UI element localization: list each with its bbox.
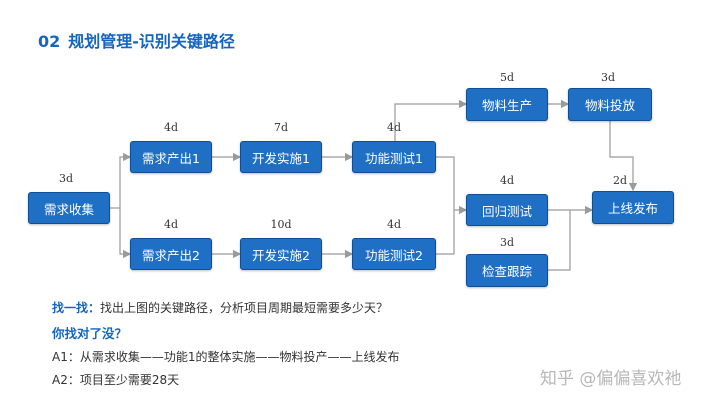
node-release: 上线发布 <box>592 191 674 224</box>
duration-requirement-collect: 3d <box>58 172 74 185</box>
node-func-test-1: 功能测试1 <box>352 141 436 173</box>
edge-test1-material <box>394 99 468 141</box>
node-func-test-2: 功能测试2 <box>352 238 436 270</box>
duration-dev-impl-1: 7d <box>273 121 289 134</box>
quiz-question-line: 找一找：找出上图的关键路径，分析项目周期最短需要多少天？ <box>52 299 388 316</box>
node-material-produce: 物料生产 <box>466 88 548 121</box>
node-req-output-2: 需求产出2 <box>130 238 212 270</box>
node-material-launch: 物料投放 <box>568 88 652 121</box>
section-number: 02 <box>38 32 61 51</box>
edge-launch-release <box>609 121 638 192</box>
answer-1: A1：从需求收集——功能1的整体实施——物料投产——上线发布 <box>52 350 400 364</box>
node-regression-test: 回归测试 <box>466 194 548 226</box>
page-title: 02 规划管理-识别关键路径 <box>38 28 235 52</box>
answer-title: 你找对了没？ <box>52 326 128 341</box>
quiz-label: 找一找： <box>52 301 101 315</box>
duration-check-track: 3d <box>499 236 515 249</box>
node-check-track: 检查跟踪 <box>466 254 548 287</box>
node-dev-impl-1: 开发实施1 <box>240 141 322 173</box>
duration-req-output-1: 4d <box>163 121 179 134</box>
edge-test1-regression <box>436 156 468 215</box>
flow-connectors <box>110 99 638 271</box>
node-dev-impl-2: 开发实施2 <box>240 238 322 270</box>
duration-release: 2d <box>612 174 628 187</box>
duration-req-output-2: 4d <box>163 218 179 231</box>
edge-check-release <box>548 210 571 271</box>
quiz-question: 找出上图的关键路径，分析项目周期最短需要多少天？ <box>100 301 389 315</box>
node-req-output-1: 需求产出1 <box>130 141 212 173</box>
answer-2: A2：项目至少需要28天 <box>52 373 180 387</box>
duration-material-produce: 5d <box>499 71 515 84</box>
watermark: 知乎 @偏偏喜欢祂 <box>540 369 682 389</box>
duration-func-test-2: 4d <box>386 218 402 231</box>
edge-fork-to-req2 <box>119 208 132 259</box>
duration-regression-test: 4d <box>499 174 515 187</box>
duration-func-test-1: 4d <box>386 121 402 134</box>
edge-test2-regression <box>436 210 455 255</box>
section-title: 规划管理-识别关键路径 <box>68 32 235 51</box>
duration-dev-impl-2: 10d <box>270 218 292 231</box>
node-requirement-collect: 需求收集 <box>28 192 110 224</box>
duration-material-launch: 3d <box>600 71 616 84</box>
edge-fork-to-req1 <box>119 152 132 208</box>
